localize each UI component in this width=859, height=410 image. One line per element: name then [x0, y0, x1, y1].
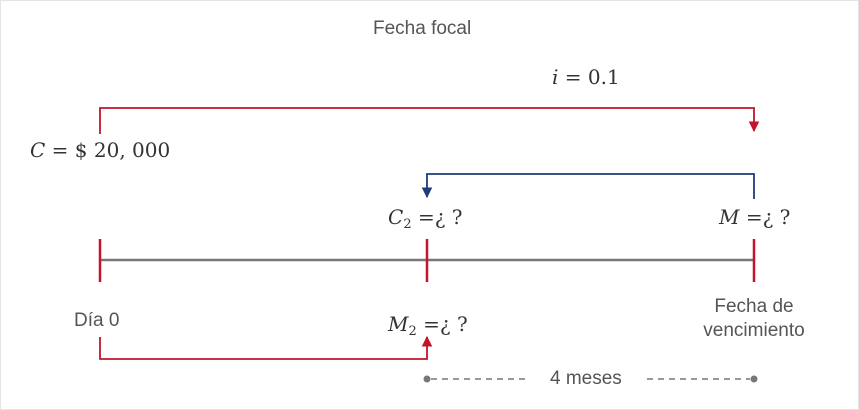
- duration-end-dot: [750, 375, 758, 383]
- rate-value: = 0.1: [564, 65, 620, 89]
- m2-label: M2 =¿ ?: [388, 312, 468, 344]
- c2-value: =¿ ?: [417, 205, 463, 229]
- m2-value: =¿ ?: [423, 312, 468, 336]
- capital-to-maturity-arrow: [99, 107, 760, 134]
- c2-label: C2 =¿ ?: [388, 205, 463, 237]
- capital-variable: C: [30, 138, 46, 162]
- rate-variable: i: [552, 65, 559, 89]
- m-variable: M: [719, 205, 740, 229]
- duration-label: 4 meses: [550, 368, 622, 389]
- m-value: =¿ ?: [745, 205, 791, 229]
- capital-label: C = $ 20, 000: [30, 138, 170, 162]
- duration-start-dot: [423, 375, 431, 383]
- day0-to-m2-arrow: [99, 335, 433, 360]
- c2-subscript: 2: [403, 217, 412, 232]
- maturity-date-label: Fecha de vencimiento: [694, 295, 814, 343]
- m2-variable: M: [388, 312, 409, 336]
- maturity-label-line2: vencimiento: [703, 320, 805, 341]
- focal-date-title: Fecha focal: [373, 18, 472, 39]
- maturity-to-c2-arrow: [421, 173, 755, 199]
- m2-subscript: 2: [408, 324, 417, 339]
- capital-value: = $ 20, 000: [51, 138, 171, 162]
- maturity-label-line1: Fecha de: [714, 296, 794, 317]
- interest-rate-label: i = 0.1: [552, 65, 620, 89]
- day0-label: Día 0: [74, 310, 120, 331]
- maturity-amount-label: M =¿ ?: [719, 205, 790, 229]
- c2-variable: C: [388, 205, 404, 229]
